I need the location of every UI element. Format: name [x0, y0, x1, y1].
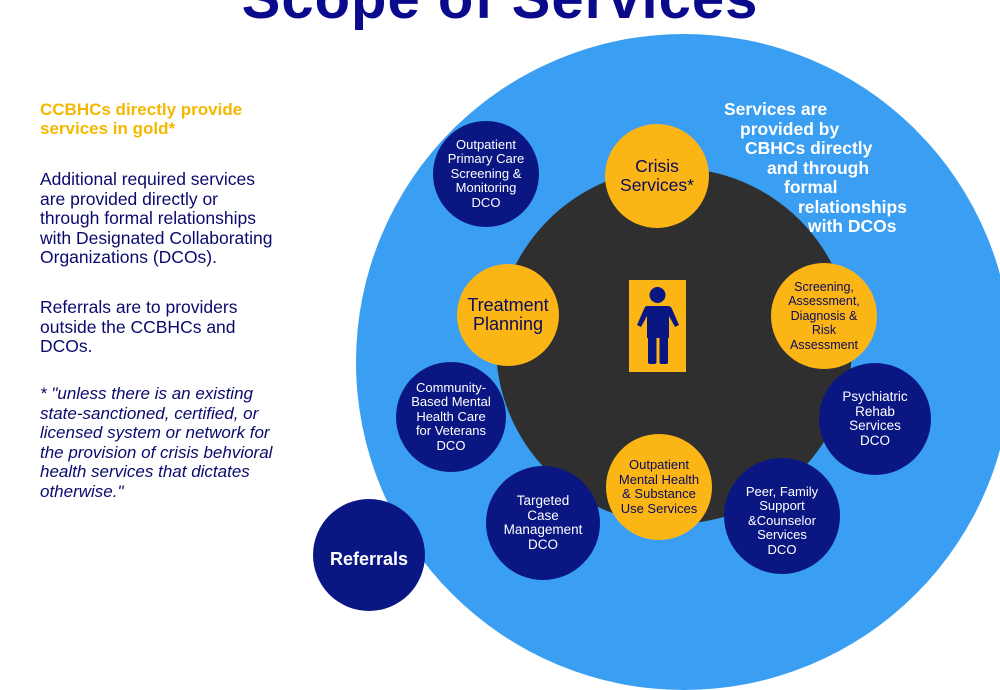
referrals-circle: Referrals: [313, 499, 425, 611]
veterans-dco-circle: Community- Based Mental Health Care for …: [396, 362, 506, 472]
outer-circle-label: Services are provided by CBHCs directly …: [712, 99, 922, 237]
service-label-line: Outpatient: [456, 136, 516, 152]
service-label-line: Rehab: [855, 403, 895, 419]
outer-label-line: Services are: [724, 99, 828, 119]
dco-explanation-line: Organizations (DCOs).: [40, 247, 217, 267]
targeted-case-dco-circle: Targeted Case Management DCO: [486, 466, 600, 580]
service-label-line: &Counselor: [748, 512, 816, 528]
outer-label-line: CBHCs directly: [745, 138, 873, 158]
page-title: Scope of Services: [0, 0, 1000, 28]
screening-assessment-circle: Screening, Assessment, Diagnosis & Risk …: [771, 263, 877, 369]
gold-note-line: services in gold*: [40, 119, 176, 138]
crisis-services-circle: Crisis Services*: [605, 124, 709, 228]
service-label-line: Risk: [811, 323, 837, 338]
service-label-line: DCO: [528, 536, 558, 552]
service-label-line: Primary Care: [447, 151, 525, 167]
service-label-line: Based Mental: [411, 394, 491, 410]
dco-explanation-line: are provided directly or: [40, 188, 218, 209]
service-label-line: Peer, Family: [745, 483, 819, 499]
outer-label-line: with DCOs: [808, 216, 897, 236]
service-label-line: Screening &: [450, 165, 522, 181]
service-label-line: Management: [503, 522, 583, 537]
dco-explanation: Additional required services are provide…: [40, 169, 340, 268]
referrals-explanation-line: Referrals are to providers: [40, 297, 238, 317]
service-label-line: DCO: [471, 194, 501, 210]
treatment-planning-circle: Treatment Planning: [457, 264, 559, 366]
footnote-line: health services that dictates: [40, 462, 250, 481]
service-label-line: DCO: [436, 437, 466, 453]
service-label-line: Screening,: [794, 279, 854, 294]
service-label-line: Services: [849, 418, 901, 433]
person-icon: [629, 280, 686, 372]
dco-explanation-line: Additional required services: [40, 169, 255, 189]
outer-label-line: provided by: [740, 118, 840, 139]
service-label-line: Support: [759, 498, 805, 514]
service-label-line: Crisis: [635, 156, 679, 176]
service-label-line: Outpatient: [629, 457, 689, 472]
psych-rehab-dco-circle: Psychiatric Rehab Services DCO: [819, 363, 931, 475]
service-label-line: Targeted: [516, 493, 570, 508]
service-label-line: Services: [757, 527, 807, 543]
service-label-line: Monitoring: [455, 180, 517, 196]
service-label-line: Psychiatric: [842, 389, 908, 404]
gold-note: CCBHCs directly provide services in gold…: [40, 100, 340, 138]
referrals-explanation-line: DCOs.: [40, 336, 93, 356]
outer-label-line: formal: [784, 177, 838, 197]
footnote-line: * "unless there is an existing: [40, 384, 253, 403]
outer-label-line: and through: [767, 157, 870, 178]
peer-family-dco-circle: Peer, Family Support &Counselor Services…: [724, 458, 840, 574]
referrals-explanation-line: outside the CCBHCs and: [40, 316, 236, 337]
gold-note-line: CCBHCs directly provide: [40, 100, 243, 119]
dco-explanation-line: with Designated Collaborating: [40, 227, 273, 248]
service-label-line: Mental Health: [618, 471, 700, 487]
service-label-line: Planning: [472, 314, 544, 334]
primary-care-dco-circle: Outpatient Primary Care Screening & Moni…: [433, 121, 539, 227]
dco-explanation-line: through formal relationships: [40, 208, 256, 228]
footnote: * "unless there is an existing state-san…: [40, 384, 340, 501]
service-label-line: Case: [527, 507, 559, 523]
service-label-line: Treatment: [467, 295, 549, 315]
service-label-line: Diagnosis &: [790, 308, 858, 323]
service-label-line: & Substance: [622, 486, 696, 501]
outpatient-mh-sud-circle: Outpatient Mental Health & Substance Use…: [606, 434, 712, 540]
service-label-line: Use Services: [620, 500, 698, 516]
referrals-label: Referrals: [329, 549, 409, 569]
service-label-line: Assessment,: [788, 294, 860, 309]
service-label-line: Assessment: [789, 337, 859, 352]
outer-label-line: relationships: [798, 196, 907, 217]
service-label-line: Health Care: [416, 408, 486, 424]
service-label-line: Services*: [620, 175, 694, 195]
service-label-line: for Veterans: [415, 423, 487, 439]
service-label-line: DCO: [767, 541, 797, 557]
service-label-line: Community-: [415, 379, 487, 395]
footnote-line: licensed system or network for: [40, 423, 270, 442]
service-label-line: DCO: [860, 432, 890, 448]
footnote-line: state-sanctioned, certified, or: [40, 403, 259, 423]
person-box: [629, 280, 686, 372]
footnote-line: otherwise.": [40, 481, 124, 501]
referrals-explanation: Referrals are to providers outside the C…: [40, 297, 340, 357]
footnote-line: the provision of crisis behvioral: [40, 442, 273, 462]
